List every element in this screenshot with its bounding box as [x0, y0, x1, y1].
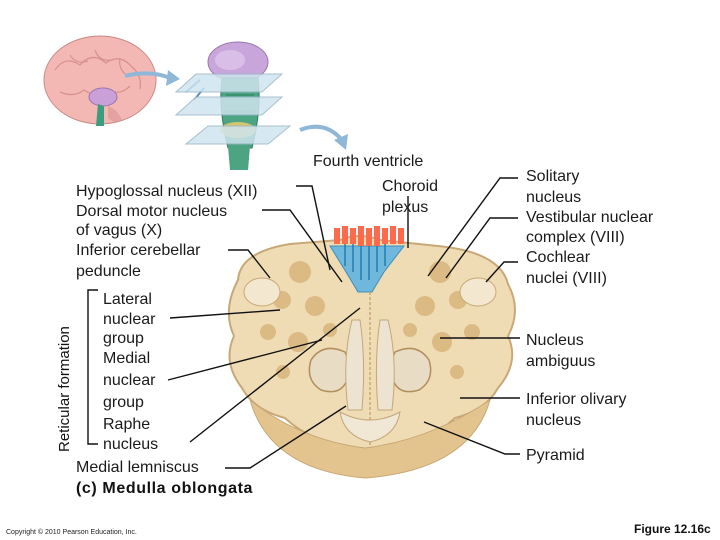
label-vestibular-1: Vestibular nuclear — [526, 209, 654, 226]
label-pyramid: Pyramid — [526, 447, 585, 464]
label-reticular-formation: Reticular formation — [56, 326, 73, 452]
label-vestibular-2: complex (VIII) — [526, 229, 625, 246]
label-inferior-cerebellar-1: Inferior cerebellar — [76, 242, 201, 259]
label-ambiguus-2: ambiguus — [526, 353, 596, 370]
figure-number: Figure 12.16c — [634, 522, 711, 536]
label-lateral-1: Lateral — [103, 291, 152, 308]
medulla-cross-section — [227, 226, 516, 479]
label-olivary-2: nucleus — [526, 412, 582, 429]
label-dorsal-motor-2: of vagus (X) — [76, 222, 163, 239]
brainstem-sections-image — [174, 41, 292, 170]
label-cochlear-1: Cochlear — [526, 249, 591, 266]
label-inferior-cerebellar-2: peduncle — [76, 263, 141, 280]
label-raphe-1: Raphe — [103, 416, 151, 433]
label-medial-1: Medial — [103, 350, 151, 367]
label-medial-2: nuclear — [103, 372, 156, 389]
label-raphe-2: nucleus — [103, 436, 159, 453]
label-plexus: plexus — [382, 199, 429, 216]
label-medial-3: group — [103, 394, 144, 411]
figure-caption: (c) Medulla oblongata — [76, 480, 254, 497]
brain-overview-image — [43, 35, 157, 126]
label-medial-lemniscus: Medial lemniscus — [76, 459, 199, 476]
label-hypoglossal: Hypoglossal nucleus (XII) — [76, 183, 258, 200]
label-olivary-1: Inferior olivary — [526, 391, 627, 408]
copyright-notice: Copyright © 2010 Pearson Education, Inc. — [6, 529, 137, 536]
label-solitary-2: nucleus — [526, 189, 582, 206]
label-ambiguus-1: Nucleus — [526, 332, 584, 349]
label-lateral-3: group — [103, 330, 144, 347]
label-lateral-2: nuclear — [103, 311, 156, 328]
label-solitary-1: Solitary — [526, 168, 580, 185]
label-dorsal-motor-1: Dorsal motor nucleus — [76, 203, 228, 220]
leader-lines — [167, 177, 520, 469]
label-choroid: Choroid — [382, 178, 439, 195]
label-fourth-ventricle: Fourth ventricle — [313, 153, 424, 170]
label-cochlear-2: nuclei (VIII) — [526, 270, 607, 287]
